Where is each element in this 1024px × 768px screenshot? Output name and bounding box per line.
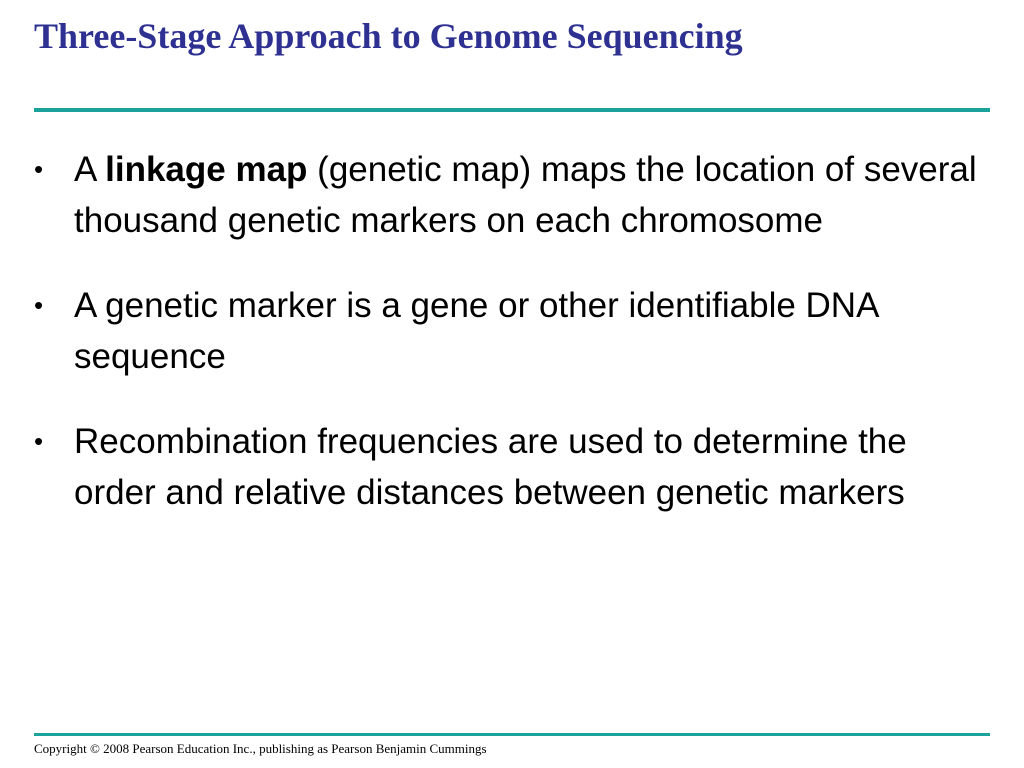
bullet-text: A genetic marker is a gene or other iden… <box>74 286 878 376</box>
title-divider <box>34 108 990 112</box>
bullet-list: • A linkage map (genetic map) maps the l… <box>34 144 984 552</box>
bullet-text: Recombination frequencies are used to de… <box>74 422 907 512</box>
copyright-footer: Copyright © 2008 Pearson Education Inc.,… <box>34 741 487 756</box>
bullet-item: • A linkage map (genetic map) maps the l… <box>34 144 984 246</box>
bullet-term-linkage-map: linkage map <box>105 150 308 189</box>
bullet-icon: • <box>34 154 44 184</box>
bullet-item: • A genetic marker is a gene or other id… <box>34 280 984 382</box>
slide-title: Three-Stage Approach to Genome Sequencin… <box>34 16 743 56</box>
bullet-icon: • <box>34 426 44 456</box>
bullet-item: • Recombination frequencies are used to … <box>34 416 984 518</box>
footer-divider <box>34 733 990 736</box>
bullet-icon: • <box>34 290 44 320</box>
bullet-text-rest: (genetic map) maps the location of sever… <box>74 150 977 240</box>
bullet-text-lead: A <box>74 150 106 189</box>
